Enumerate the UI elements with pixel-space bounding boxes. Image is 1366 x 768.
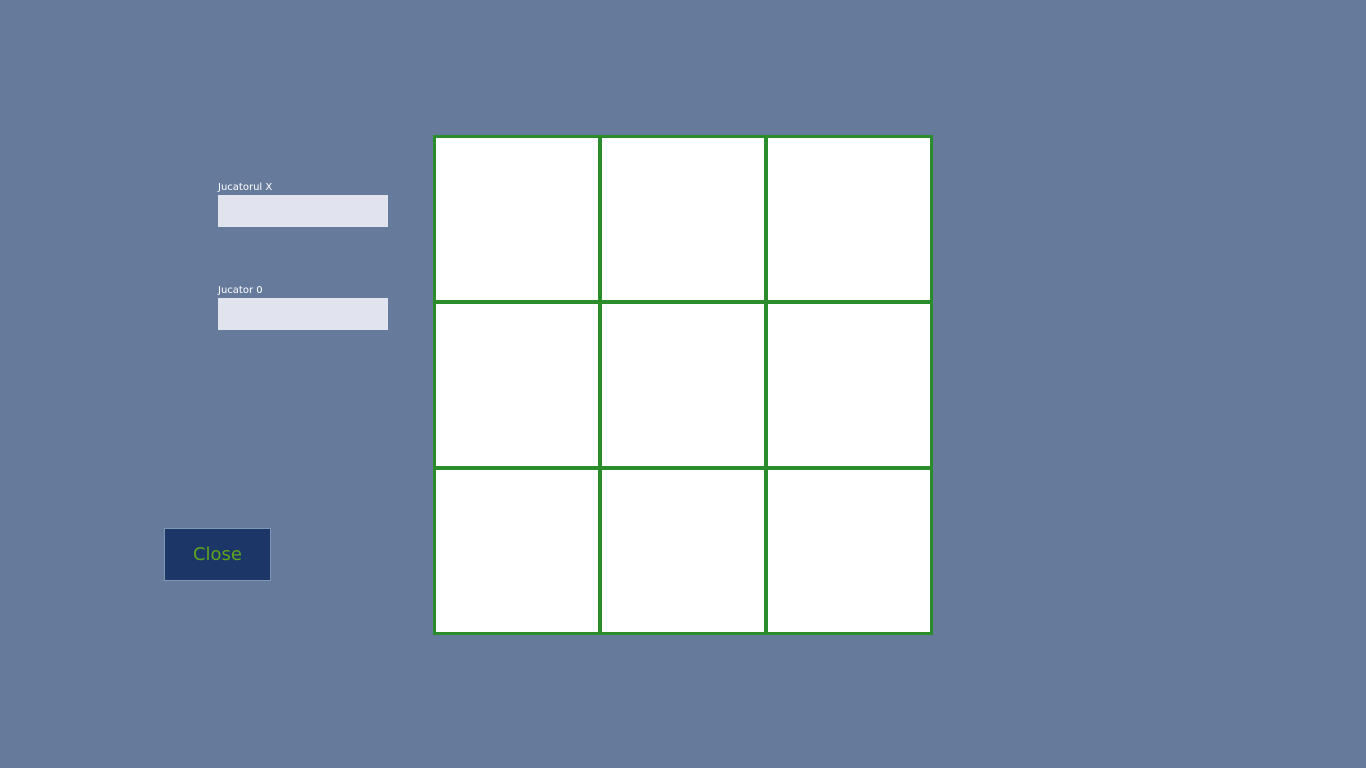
player-x-label: Jucatorul X bbox=[218, 182, 273, 193]
close-button[interactable]: Close bbox=[164, 528, 271, 581]
board-cell-2[interactable] bbox=[602, 138, 764, 300]
player-x-input[interactable] bbox=[218, 195, 388, 227]
board-cell-6[interactable] bbox=[768, 304, 930, 466]
board-cell-5[interactable] bbox=[602, 304, 764, 466]
player-o-input[interactable] bbox=[218, 298, 388, 330]
player-o-label: Jucator 0 bbox=[218, 285, 263, 296]
board-cell-9[interactable] bbox=[768, 470, 930, 632]
board-cell-7[interactable] bbox=[436, 470, 598, 632]
board-cell-4[interactable] bbox=[436, 304, 598, 466]
tic-tac-toe-board bbox=[433, 135, 933, 635]
board-cell-1[interactable] bbox=[436, 138, 598, 300]
board-cell-8[interactable] bbox=[602, 470, 764, 632]
board-cell-3[interactable] bbox=[768, 138, 930, 300]
